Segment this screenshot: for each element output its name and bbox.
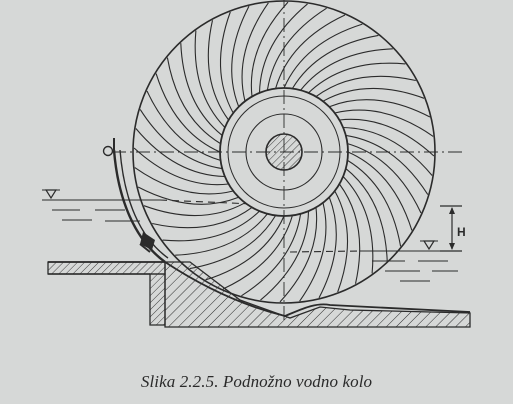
- wheel-blade: [347, 143, 422, 214]
- wheel-blade: [139, 109, 223, 170]
- wheel-blade: [155, 73, 221, 153]
- breast-wall: [102, 138, 169, 263]
- wheel-blade: [291, 34, 379, 89]
- wheel-blade: [146, 90, 221, 161]
- wheel-blade: [300, 48, 393, 91]
- wheel-blade: [279, 207, 318, 303]
- wheel-blade: [338, 183, 361, 284]
- wheel-blade: [315, 75, 416, 98]
- water-wheel: [112, 0, 462, 322]
- wheel-blade: [152, 206, 253, 229]
- wheel-blade: [222, 215, 293, 290]
- wheel-centerlines: [112, 0, 462, 322]
- wheel-blade: [345, 168, 388, 261]
- wheel-blade: [205, 215, 285, 281]
- wheel-blade: [143, 202, 246, 217]
- wheel-blade: [342, 176, 374, 274]
- wheel-blades: [133, 1, 435, 303]
- wheel-blade: [308, 62, 406, 94]
- wheel-blade: [166, 57, 221, 145]
- wheel-blade: [137, 186, 239, 205]
- gate-wheel-icon: [102, 145, 114, 157]
- wheel-blade: [231, 5, 250, 107]
- wheel-blade: [322, 87, 425, 102]
- wheel-blade: [258, 3, 308, 93]
- upstream-level-marker: [44, 189, 58, 200]
- wheel-blade: [180, 43, 223, 136]
- wheel-blade: [345, 134, 429, 195]
- wheel-blade: [283, 23, 363, 89]
- wheel-blade: [219, 11, 234, 114]
- wheel-blade: [347, 159, 402, 247]
- sluice-gate: [140, 232, 155, 250]
- head-label: H: [457, 225, 466, 239]
- channel-floor: [47, 261, 471, 328]
- wheel-blade: [266, 7, 327, 91]
- downstream-level-marker: [422, 240, 436, 251]
- wheel-blade: [241, 2, 269, 102]
- wheel-blade: [334, 109, 434, 137]
- wheel-blade: [339, 118, 435, 157]
- wheel-blade: [334, 190, 349, 293]
- wheel-blade: [260, 211, 310, 301]
- wheel-blade: [135, 128, 225, 178]
- wheel-blade: [162, 210, 260, 242]
- wheel-blade: [329, 99, 431, 118]
- figure-caption: Slika 2.2.5. Podnožno vodno kolo: [140, 372, 373, 391]
- wheel-blade: [299, 202, 327, 302]
- wheel-blade: [189, 215, 277, 270]
- wheel-blade: [207, 20, 230, 121]
- wheel-blade: [347, 151, 413, 231]
- wheel-blade: [241, 213, 302, 297]
- wheel-blade: [318, 197, 337, 299]
- wheel-blade: [133, 147, 229, 186]
- wheel-blade: [250, 1, 289, 97]
- head-dimension: [440, 205, 462, 252]
- wheel-blade: [134, 167, 234, 195]
- wheel-blade: [275, 14, 346, 89]
- wheel-blade: [175, 213, 268, 256]
- wheel-blade: [194, 30, 226, 128]
- wheel-blade: [343, 126, 433, 176]
